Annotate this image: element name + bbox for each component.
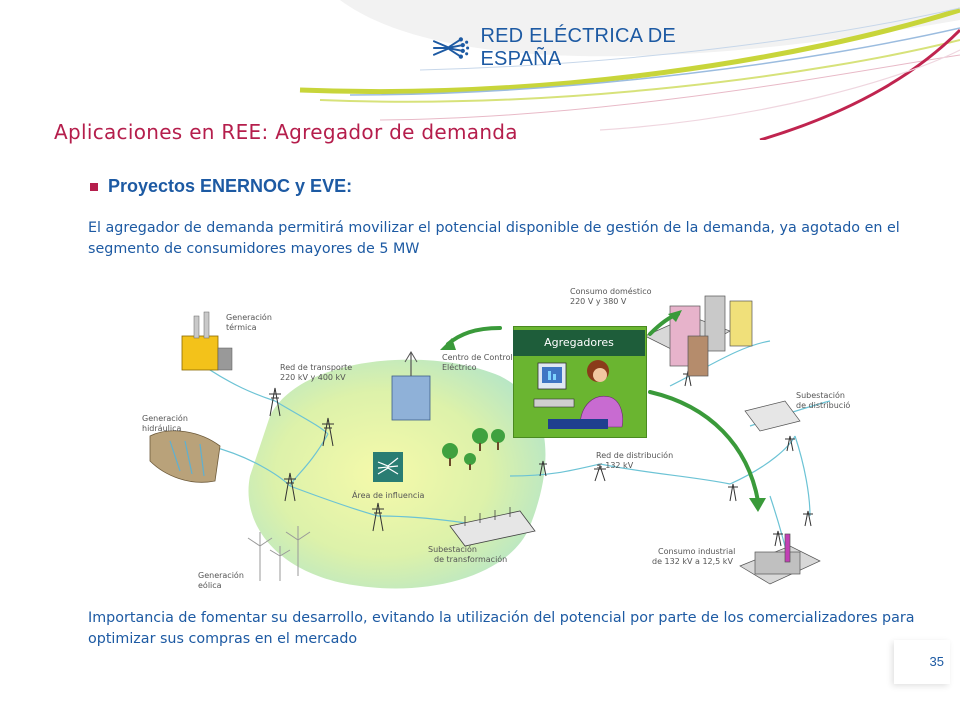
label-consumo-industrial-2: de 132 kV a 12,5 kV bbox=[652, 557, 733, 566]
label-consumo-domestico-2: 220 V y 380 V bbox=[570, 297, 627, 306]
page-number-box bbox=[894, 640, 950, 684]
label-subestacion-dist-2: de distribución bbox=[796, 400, 850, 410]
label-consumo-domestico-1: Consumo doméstico bbox=[570, 286, 652, 296]
label-area-influencia: Área de influencia bbox=[352, 489, 425, 500]
bullet-heading: Proyectos ENERNOC y EVE: bbox=[90, 176, 352, 197]
label-subestacion-transf-1: Subestación bbox=[428, 544, 477, 554]
label-red-distribucion-2: ≤ 132 kV bbox=[596, 461, 634, 470]
label-centro-control-2: Eléctrico bbox=[442, 362, 477, 372]
brand-header: RED ELÉCTRICA DE ESPAÑA bbox=[432, 25, 752, 70]
label-gen-eolica-1: Generación bbox=[198, 570, 244, 580]
label-red-distribucion-1: Red de distribución bbox=[596, 450, 673, 460]
aggregator-label: Agregadores bbox=[513, 330, 645, 356]
header-swoosh bbox=[299, 0, 960, 140]
label-subestacion-dist-1: Subestación bbox=[796, 390, 845, 400]
label-gen-hidraulica-2: hidráulica bbox=[142, 424, 181, 433]
slide-title: Aplicaciones en REE: Agregador de demand… bbox=[54, 120, 518, 144]
label-gen-termica-1: Generación bbox=[226, 312, 272, 322]
label-red-transporte-2: 220 kV y 400 kV bbox=[280, 373, 346, 382]
label-subestacion-transf-2: de transformación bbox=[434, 554, 507, 564]
label-consumo-industrial-1: Consumo industrial bbox=[658, 547, 735, 556]
bullet-square-icon bbox=[90, 182, 98, 191]
label-red-transporte-1: Red de transporte bbox=[280, 363, 352, 372]
brand-name: RED ELÉCTRICA DE ESPAÑA bbox=[480, 25, 676, 70]
paragraph-1: El agregador de demanda permitirá movili… bbox=[88, 220, 900, 257]
paragraph-2: Importancia de fomentar su desarrollo, e… bbox=[88, 610, 915, 647]
page-number: 35 bbox=[929, 654, 944, 669]
label-gen-eolica-2: eólica bbox=[198, 580, 222, 590]
operator-computer-icon bbox=[533, 360, 623, 429]
energy-diagram: Generación térmica Red de transporte 220… bbox=[142, 286, 850, 590]
label-centro-control-1: Centro de Control bbox=[442, 353, 513, 362]
label-gen-termica-2: térmica bbox=[226, 322, 257, 332]
label-gen-hidraulica-1: Generación bbox=[142, 413, 188, 423]
bullet-text: Proyectos ENERNOC y EVE: bbox=[108, 176, 353, 196]
ree-logo-icon bbox=[432, 37, 470, 59]
